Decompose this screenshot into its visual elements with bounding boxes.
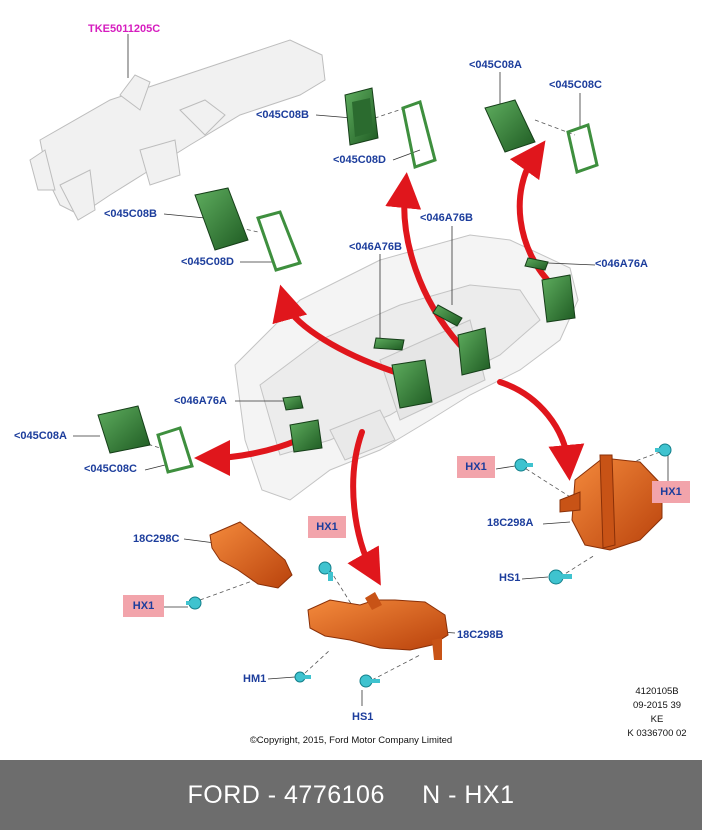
- duct-18C298C: [209, 521, 293, 589]
- leader-lines: [73, 34, 669, 706]
- ref-line-4: K 0336700 02: [627, 728, 687, 739]
- label-hs1-bottom: HS1: [352, 711, 374, 723]
- bezel-045C08C-left: [156, 426, 194, 474]
- label-045c08b-top: <045C08B: [256, 109, 309, 121]
- label-hm1: HM1: [243, 673, 267, 685]
- fastener-hx1-left: [186, 596, 202, 610]
- parts-diagram: [29, 34, 672, 706]
- label-045c08c-left: <045C08C: [84, 463, 137, 475]
- fastener-hs1-bottom: [359, 674, 380, 688]
- vent-046A76B-a: [373, 337, 405, 351]
- label-045c08a-left: <045C08A: [14, 430, 67, 442]
- footer-separator: -: [260, 780, 285, 809]
- vent-center-right: [457, 327, 491, 376]
- bezel-045C08D-top: [401, 100, 437, 169]
- highlight-hx1-left[interactable]: HX1: [123, 595, 164, 617]
- fastener-hs1-right: [548, 569, 572, 585]
- footer-part-number: 4776106: [284, 780, 385, 809]
- fastener-hm1: [294, 671, 311, 683]
- vent-046A76B-b: [432, 304, 463, 327]
- ref-line-1: 4120105B: [635, 686, 679, 697]
- fastener-hx1-right-left: [514, 458, 533, 472]
- fastener-hx1-center: [318, 561, 333, 581]
- ref-line-2: 09-2015 39: [632, 700, 682, 711]
- vent-045C08A-left: [97, 405, 151, 454]
- label-hs1-right: HS1: [499, 572, 521, 584]
- vent-right-side: [541, 274, 576, 323]
- label-046a76b-1: <046A76B: [349, 241, 402, 253]
- duct-18C298B: [307, 592, 449, 660]
- highlight-hx1-right-left[interactable]: HX1: [457, 456, 495, 478]
- label-045c08d-top: <045C08D: [333, 154, 386, 166]
- label-18c298a: 18C298A: [487, 517, 534, 529]
- bezel-045C08D-mid: [256, 210, 302, 272]
- label-046a76b-2: <046A76B: [420, 212, 473, 224]
- ref-line-3: KE: [650, 714, 664, 725]
- red-arrows: [194, 140, 585, 586]
- label-045c08b-mid: <045C08B: [104, 208, 157, 220]
- label-046a76a-left: <046A76A: [174, 395, 227, 407]
- vent-045C08B-top: [344, 87, 379, 146]
- label-046a76a-right: <046A76A: [595, 258, 648, 270]
- vent-046A76A-right: [524, 257, 549, 271]
- label-tke5011205c: TKE5011205C: [88, 23, 161, 35]
- vent-center-left: [391, 359, 433, 409]
- footer-brand: FORD: [187, 780, 261, 809]
- footer-gap: [385, 781, 422, 810]
- duct-18C298A: [559, 454, 663, 551]
- highlight-hx1-right-right[interactable]: HX1: [652, 481, 690, 503]
- vent-046A76A-left: [282, 395, 304, 411]
- label-045c08c-top: <045C08C: [549, 79, 602, 91]
- label-045c08a-top: <045C08A: [469, 59, 522, 71]
- label-18c298b: 18C298B: [457, 629, 504, 641]
- highlight-hx1-center[interactable]: HX1: [308, 516, 346, 538]
- label-045c08d-mid: <045C08D: [181, 256, 234, 268]
- footer-reference: N - HX1: [422, 780, 515, 809]
- vent-045C08A-top: [484, 99, 536, 153]
- fastener-hx1-right-right: [655, 443, 672, 457]
- part-footer-bar: FORD - 4776106 N - HX1: [0, 760, 702, 830]
- bezel-045C08C-top: [566, 123, 599, 174]
- label-18c298c: 18C298C: [133, 533, 180, 545]
- vent-045C08B-mid: [194, 187, 249, 251]
- copyright-text: ©Copyright, 2015, Ford Motor Company Lim…: [249, 735, 453, 746]
- vent-left-side: [289, 419, 323, 453]
- ghost-duct-assembly: [29, 39, 326, 221]
